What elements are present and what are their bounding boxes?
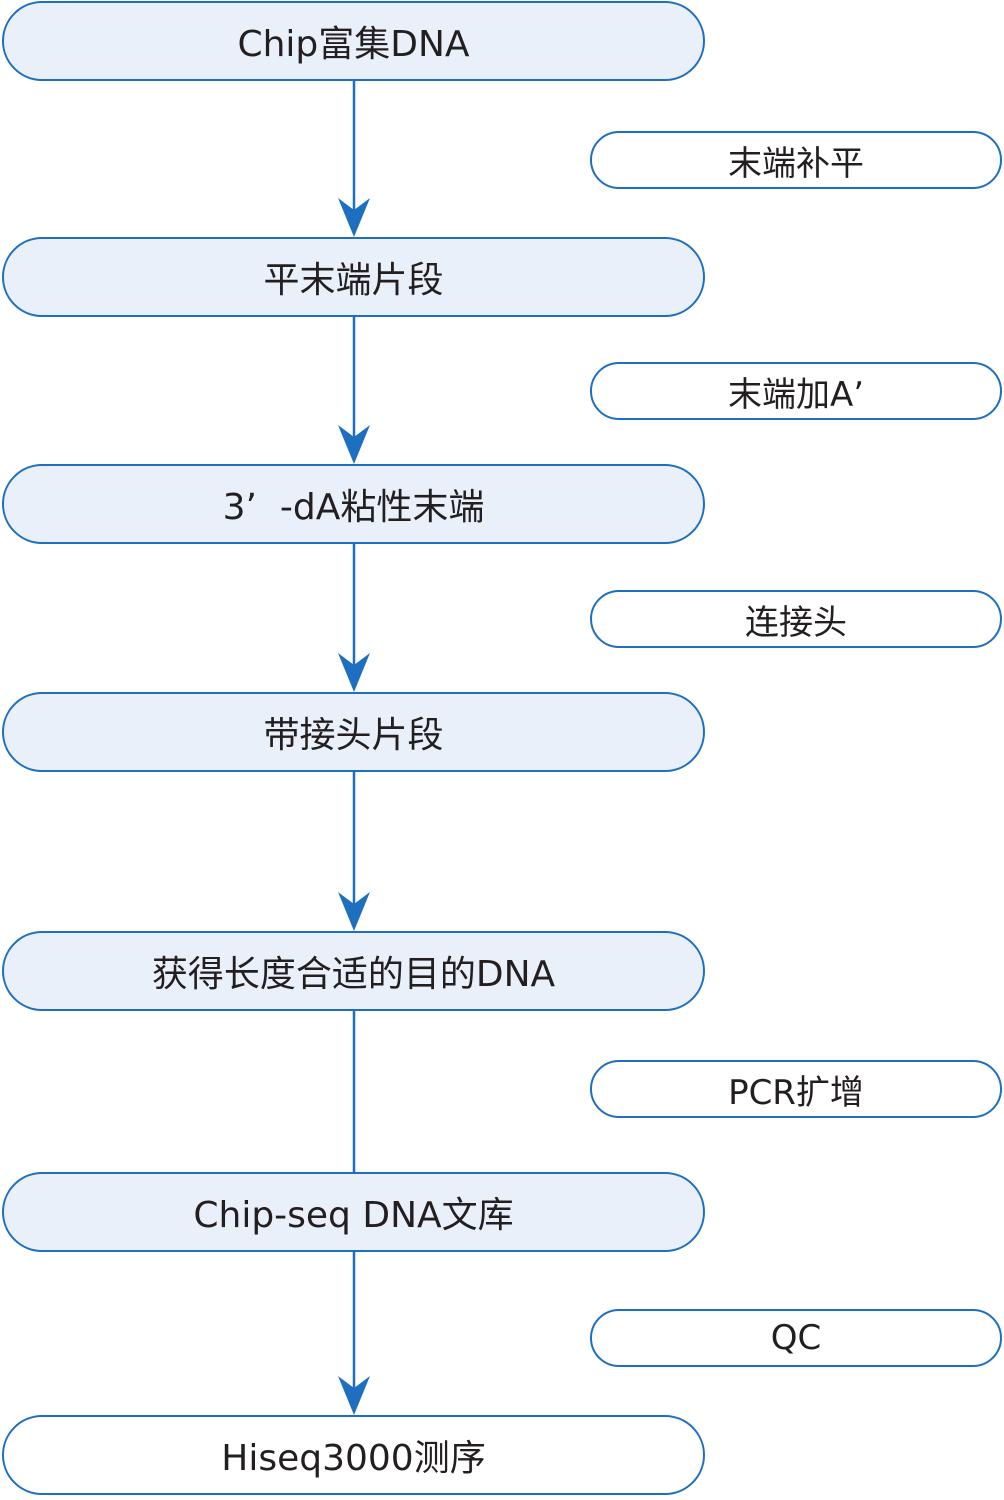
step-chip-enriched-dna: Chip富集DNA (2, 1, 705, 81)
arrowhead (338, 892, 370, 931)
connector-2 (338, 317, 370, 464)
step-chip-seq-library: Chip-seq DNA文库 (2, 1172, 705, 1252)
operation-qc: QC (590, 1309, 1002, 1367)
arrowhead (338, 425, 370, 464)
connector-6 (338, 1252, 370, 1415)
connector-3 (338, 544, 370, 692)
arrowhead (338, 1376, 370, 1415)
arrowhead (338, 198, 370, 237)
arrowhead (338, 653, 370, 692)
connector-1 (338, 81, 370, 237)
step-blunt-end-fragments: 平末端片段 (2, 237, 705, 317)
step-da-sticky-ends: 3’ -dA粘性末端 (2, 464, 705, 544)
operation-end-repair: 末端补平 (590, 131, 1002, 189)
operation-adapter-ligation: 连接头 (590, 590, 1002, 648)
operation-pcr-amplification: PCR扩增 (590, 1060, 1002, 1118)
operation-add-a-tail: 末端加A’ (590, 362, 1002, 420)
step-size-selected-dna: 获得长度合适的目的DNA (2, 931, 705, 1011)
step-adapter-fragments: 带接头片段 (2, 692, 705, 772)
connector-4 (338, 772, 370, 931)
step-hiseq-sequencing: Hiseq3000测序 (2, 1415, 705, 1495)
